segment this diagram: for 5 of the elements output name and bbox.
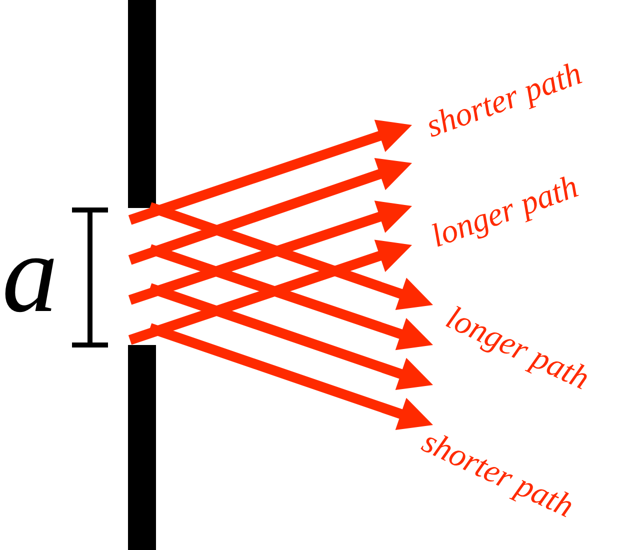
path-label: longer path — [427, 170, 582, 254]
slit-width-label: a — [2, 218, 58, 330]
path-label: longer path — [441, 302, 594, 396]
path-label: shorter path — [422, 58, 586, 144]
path-label: shorter path — [417, 426, 578, 524]
